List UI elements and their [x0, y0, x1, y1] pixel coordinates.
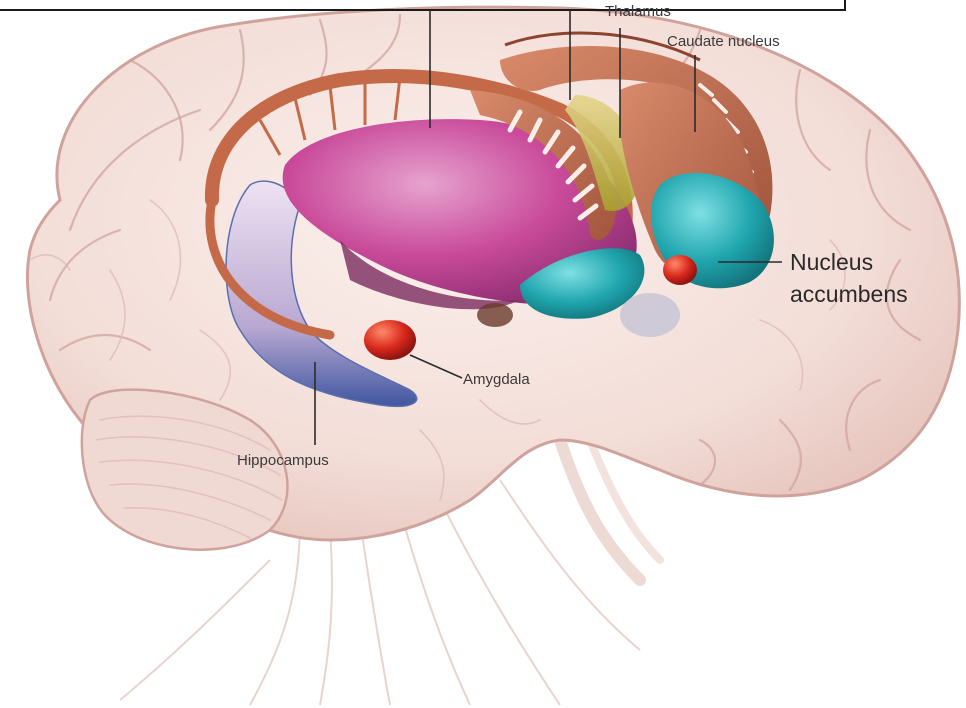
label-nucleus-accumbens-line1: Nucleus	[790, 249, 873, 275]
label-nucleus-accumbens-line2: accumbens	[790, 281, 908, 307]
substantia-structure	[477, 303, 513, 327]
globus-structure	[620, 293, 680, 337]
label-hippocampus: Hippocampus	[237, 452, 329, 469]
red-nucleus	[663, 255, 697, 285]
label-thalamus: Thalamus	[605, 3, 671, 20]
label-amygdala: Amygdala	[463, 371, 530, 388]
amygdala	[364, 320, 416, 360]
label-caudate-nucleus: Caudate nucleus	[667, 33, 780, 50]
